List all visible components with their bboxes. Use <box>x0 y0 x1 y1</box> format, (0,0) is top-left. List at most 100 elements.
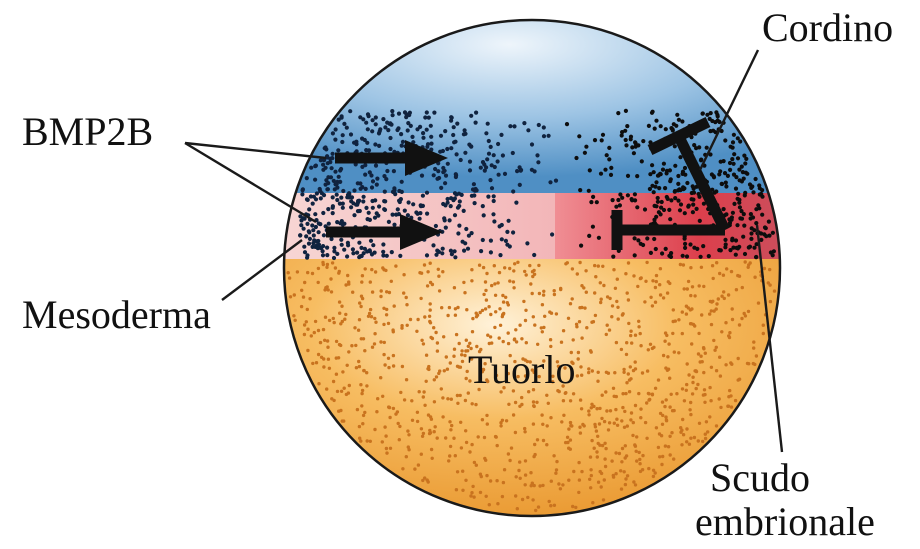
stipple-dot <box>682 433 685 436</box>
stipple-dot <box>610 315 613 318</box>
stipple-dot <box>607 157 611 161</box>
stipple-dot <box>426 270 429 273</box>
stipple-dot <box>718 397 721 400</box>
stipple-dot <box>555 468 558 471</box>
stipple-dot <box>345 254 349 258</box>
stipple-dot <box>732 133 736 137</box>
stipple-dot <box>691 203 695 207</box>
stipple-dot <box>635 174 639 178</box>
stipple-dot <box>486 195 490 199</box>
stipple-dot <box>543 315 546 318</box>
stipple-dot <box>559 487 562 490</box>
stipple-dot <box>597 264 600 267</box>
stipple-dot <box>401 467 404 470</box>
stipple-dot <box>317 221 321 225</box>
stipple-dot <box>624 456 627 459</box>
stipple-dot <box>435 177 439 181</box>
stipple-dot <box>749 237 753 241</box>
stipple-dot <box>760 188 764 192</box>
stipple-dot <box>400 144 404 148</box>
stipple-dot <box>604 447 607 450</box>
stipple-dot <box>425 191 429 195</box>
stipple-dot <box>658 172 662 176</box>
stipple-dot <box>322 263 325 266</box>
stipple-dot <box>731 140 735 144</box>
stipple-dot <box>433 430 436 433</box>
stipple-dot <box>667 280 670 283</box>
stipple-dot <box>333 138 337 142</box>
stipple-dot <box>587 413 590 416</box>
stipple-dot <box>379 340 382 343</box>
yolk-label: Tuorlo <box>468 350 575 390</box>
stipple-dot <box>577 351 580 354</box>
stipple-dot <box>537 264 540 267</box>
stipple-dot <box>767 281 770 284</box>
stipple-dot <box>425 128 429 132</box>
stipple-dot <box>591 195 595 199</box>
stipple-dot <box>389 123 393 127</box>
stipple-dot <box>562 329 565 332</box>
stipple-dot <box>358 318 361 321</box>
stipple-dot <box>651 304 654 307</box>
stipple-dot <box>354 140 358 144</box>
stipple-dot <box>381 440 384 443</box>
stipple-dot <box>732 202 736 206</box>
stipple-dot <box>452 437 455 440</box>
stipple-dot <box>535 401 538 404</box>
stipple-dot <box>749 261 752 264</box>
stipple-dot <box>744 171 748 175</box>
stipple-dot <box>661 455 664 458</box>
stipple-dot <box>594 425 597 428</box>
stipple-dot <box>742 177 746 181</box>
stipple-dot <box>603 478 606 481</box>
stipple-dot <box>416 318 419 321</box>
stipple-dot <box>541 484 544 487</box>
stipple-dot <box>628 378 631 381</box>
stipple-dot <box>390 280 393 283</box>
stipple-dot <box>627 372 630 375</box>
stipple-dot <box>664 127 668 131</box>
stipple-dot <box>630 198 634 202</box>
stipple-dot <box>512 286 515 289</box>
stipple-dot <box>351 251 355 255</box>
stipple-dot <box>505 243 509 247</box>
stipple-dot <box>549 504 552 507</box>
stipple-dot <box>299 223 303 227</box>
stipple-dot <box>443 369 446 372</box>
stipple-dot <box>420 272 423 275</box>
stipple-dot <box>463 354 466 357</box>
stipple-dot <box>463 132 467 136</box>
stipple-dot <box>712 339 715 342</box>
stipple-dot <box>402 273 405 276</box>
stipple-dot <box>644 421 647 424</box>
stipple-dot <box>464 399 467 402</box>
stipple-dot <box>671 409 674 412</box>
stipple-dot <box>645 401 648 404</box>
stipple-dot <box>397 112 401 116</box>
stipple-dot <box>635 205 639 209</box>
stipple-dot <box>428 429 431 432</box>
stipple-dot <box>349 199 353 203</box>
stipple-dot <box>503 266 506 269</box>
stipple-dot <box>742 224 746 228</box>
stipple-dot <box>420 174 424 178</box>
stipple-dot <box>549 416 552 419</box>
stipple-dot <box>406 121 410 125</box>
stipple-dot <box>330 397 333 400</box>
stipple-dot <box>524 483 527 486</box>
stipple-dot <box>580 306 583 309</box>
stipple-dot <box>702 371 705 374</box>
stipple-dot <box>496 281 499 284</box>
stipple-dot <box>375 211 379 215</box>
stipple-dot <box>364 206 368 210</box>
stipple-dot <box>398 200 402 204</box>
stipple-dot <box>415 330 418 333</box>
stipple-dot <box>641 454 644 457</box>
stipple-dot <box>635 435 638 438</box>
stipple-dot <box>441 270 444 273</box>
stipple-dot <box>358 301 361 304</box>
stipple-dot <box>360 165 364 169</box>
stipple-dot <box>422 390 425 393</box>
stipple-dot <box>313 212 317 216</box>
stipple-dot <box>613 371 616 374</box>
